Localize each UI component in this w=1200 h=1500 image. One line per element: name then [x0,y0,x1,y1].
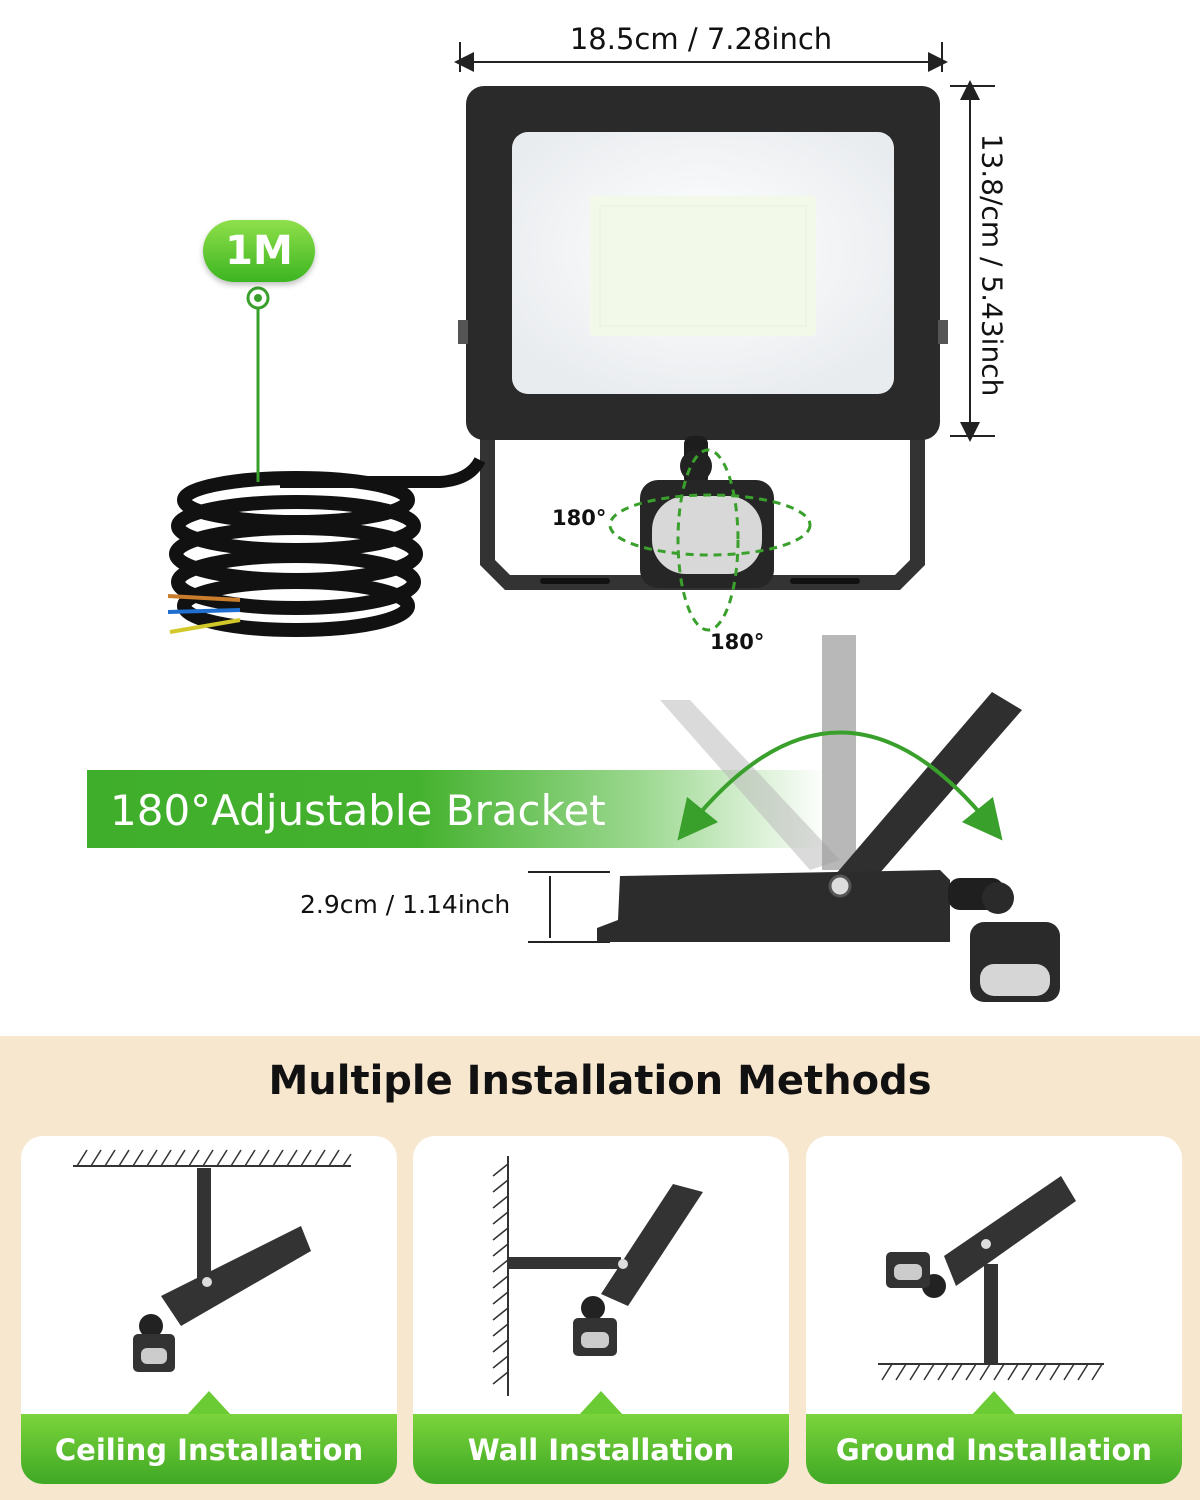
wall-pointer-icon [579,1391,623,1415]
power-cable [280,456,486,488]
thickness-dimension-label: 2.9cm / 1.14inch [300,890,511,919]
height-dimension-label: 13.8/cm / 5.43inch [975,133,1009,397]
width-dimension-line [454,42,948,72]
ceiling-label-bar [21,1414,397,1484]
wall-installation-label: Wall Installation [467,1433,735,1467]
cable-wires [167,594,241,634]
ceiling-installation-icon [73,1149,352,1372]
ground-pointer-icon [972,1391,1016,1415]
width-dimension-label: 18.5cm / 7.28inch [569,22,833,56]
cable-length-badge: 1M [203,220,315,282]
ground-installation-card: Ground Installation [806,1136,1182,1484]
ceiling-installation-label: Ceiling Installation [54,1433,364,1467]
ceiling-installation-card: Ceiling Installation [21,1136,397,1484]
ceiling-pointer-icon [187,1391,231,1415]
ground-label-bar [806,1414,1182,1484]
wall-installation-card: Wall Installation [413,1136,789,1484]
floodlight-front-illustration [167,42,995,637]
housing-side-view [597,870,950,942]
bracket-label: 180°Adjustable Bracket [110,786,606,835]
led-panel [590,196,816,336]
bracket-adjust-arc [677,730,1003,841]
led-chip-grid [599,205,807,327]
side-view-illustration [528,635,1060,1002]
wall-label-bar [413,1414,789,1484]
horizontal-rotation-label: 180° [552,506,607,530]
ground-installation-icon [878,1176,1104,1381]
ground-installation-label: Ground Installation [835,1433,1153,1467]
wall-installation-icon [492,1156,703,1396]
vertical-rotation-label: 180° [710,630,765,654]
sensor-rotation-arcs [608,448,812,632]
installation-title: Multiple Installation Methods [268,1058,932,1104]
height-dimension-line [950,80,995,442]
coiled-cable [169,471,423,637]
